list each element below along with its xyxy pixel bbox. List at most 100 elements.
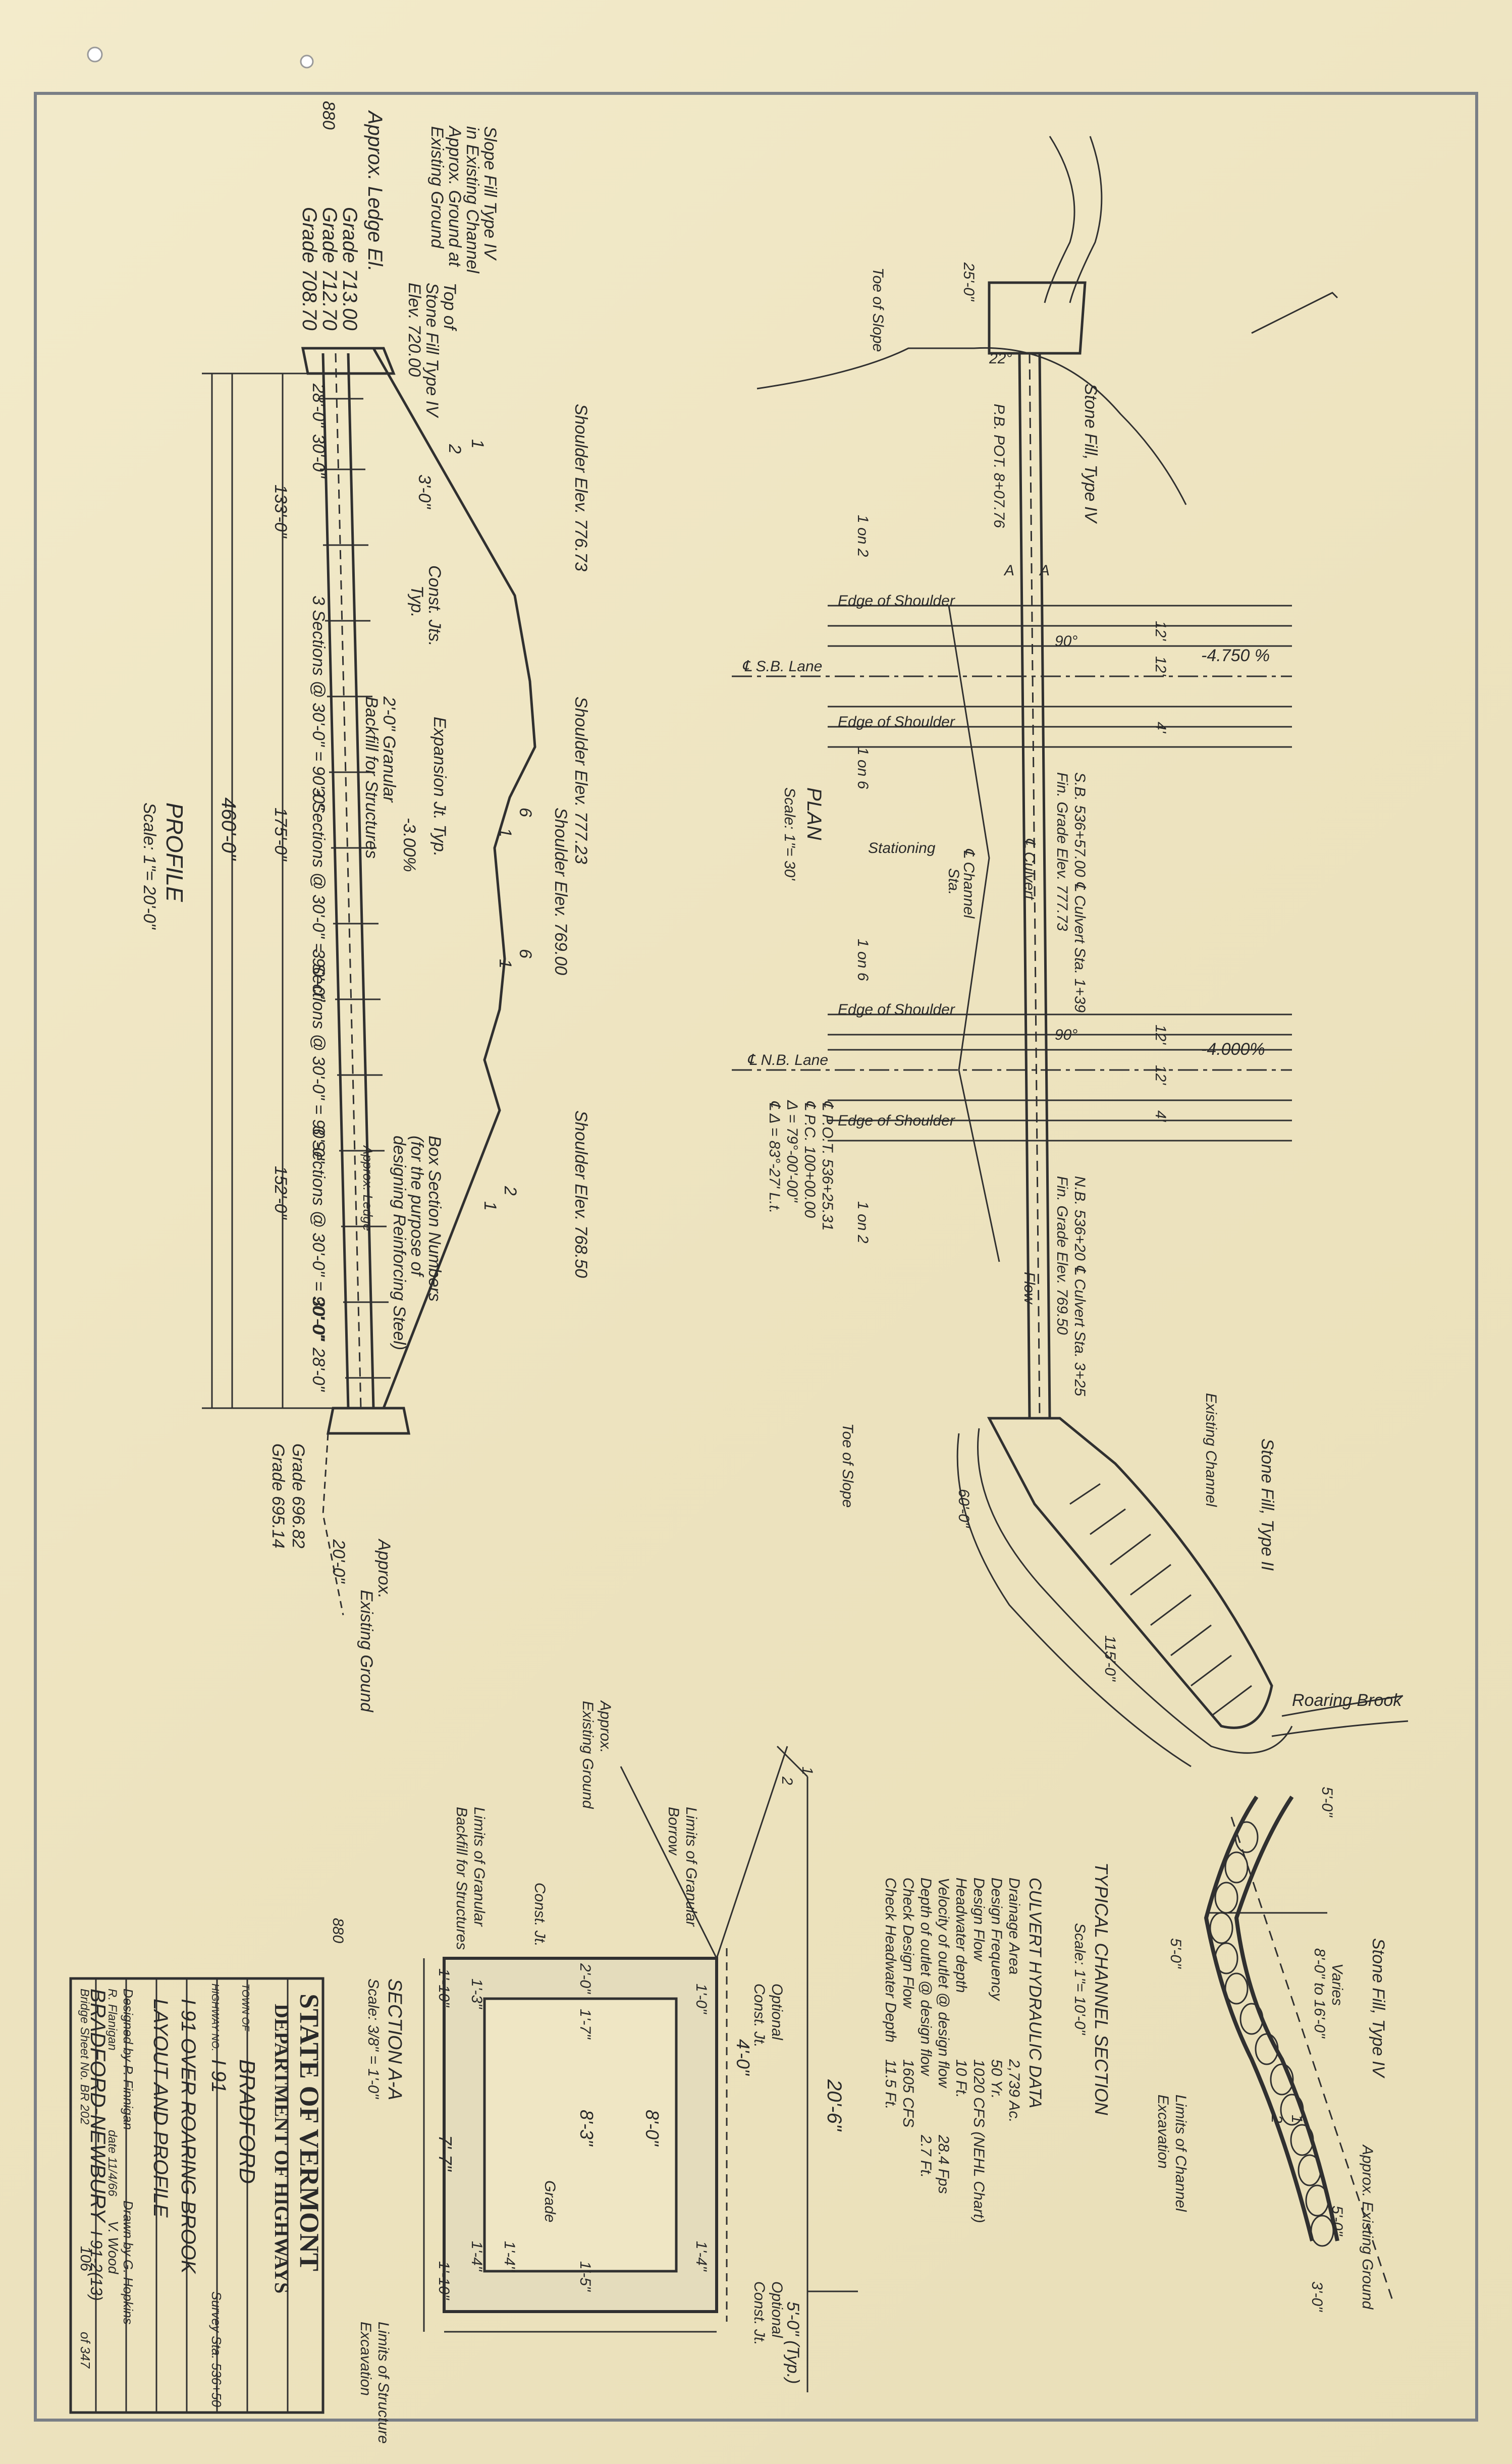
- date: date 11/4/66: [105, 2130, 119, 2197]
- aa-dim-5: 1'-7": [577, 2009, 593, 2040]
- section-mark-a1: A: [1003, 562, 1014, 579]
- dim-152: 152'-0": [271, 1166, 290, 1220]
- approx-ledge: Approx. Ledge El.: [364, 110, 386, 272]
- slope-pct: -3.00%: [400, 818, 419, 872]
- aa-dim-8: 1'-10": [436, 1968, 452, 2008]
- aa-dim-0: 20'-6": [823, 2079, 845, 2132]
- aa-dim-1: 4'-0": [733, 2039, 753, 2076]
- flow-label: Flow: [1021, 1272, 1038, 1305]
- sections-3: 3 Sections @ 30'-0" = 90'-0": [309, 949, 328, 1164]
- section-aa-title: SECTION A-A: [384, 1978, 405, 2100]
- slope-fill-note-3: Approx. Ground at: [445, 125, 464, 267]
- sb-station-1: S.B. 536+57.00 ℄ Culvert Sta. 1+39: [1071, 772, 1088, 1013]
- sheet: 106: [77, 2246, 94, 2271]
- hyd-row-6-label: Check Design Flow: [900, 1878, 916, 2009]
- pct-1: -4.750 %: [1201, 646, 1270, 665]
- curve-4: ℄ Δ = 83°-27' L.t.: [766, 1100, 783, 1213]
- section-aa-scale: Scale: 3/8" = 1'-0": [365, 1978, 382, 2099]
- expansion-jt: Expansion Jt. Typ.: [430, 717, 449, 856]
- granular-note-2: Backfill for Structures: [362, 697, 381, 859]
- curve-2: ℄ P.C. 100+00.00: [801, 1100, 818, 1218]
- chan-dim-2: 5'-0": [1167, 1938, 1184, 1969]
- aa-elev: 880: [330, 1918, 346, 1943]
- grade-1: Grade 713.00: [339, 207, 361, 331]
- desc-1: I 91 OVER ROARING BROOK: [177, 1999, 199, 2275]
- sections-1: 3 Sections @ 30'-0" = 90'-0": [309, 596, 328, 811]
- hyd-row-4-value: 28.4 Fps: [935, 2134, 952, 2194]
- varies-1: Varies: [1329, 1963, 1345, 2006]
- hyd-row-3-value: 10 Ft.: [953, 2059, 969, 2098]
- desc-2: LAYOUT AND PROFILE: [149, 1999, 172, 2218]
- title-dept: DEPARTMENT OF HIGHWAYS: [271, 2004, 293, 2293]
- punch-hole: [87, 46, 103, 63]
- aa-dim-11: 1'-0": [693, 1984, 710, 2014]
- aa-approx-2: Existing Ground: [579, 1701, 596, 1809]
- channel-stone-fill: Stone Fill, Type IV: [1369, 1938, 1388, 2079]
- dim-25: 25'-0": [960, 262, 977, 302]
- slope-2: 2: [445, 444, 464, 454]
- hyd-row-7-label: Check Headwater Depth: [882, 1878, 899, 2043]
- hyd-row-7-value: 11.5 Ft.: [882, 2059, 899, 2110]
- chan-slope-2: 2: [1268, 2114, 1285, 2123]
- curve-1: ℄ P.O.T. 536+25.31: [819, 1100, 836, 1231]
- lane-dim-1: 12': [1152, 621, 1169, 641]
- hydraulic-data: CULVERT HYDRAULIC DATA Drainage Area 2,7…: [882, 1878, 1045, 2223]
- profile-labels: Slope Fill Type IV in Existing Channel A…: [140, 101, 590, 1712]
- slope-plan-2: 1 on 6: [854, 747, 871, 789]
- channel-sta-1: ℄ Channel: [960, 848, 977, 919]
- limits-backfill-2: Backfill for Structures: [453, 1807, 470, 1950]
- channel-section-labels: TYPICAL CHANNEL SECTION Scale: 1"= 10'-0…: [1071, 1787, 1388, 2312]
- punch-hole: [300, 55, 314, 69]
- hyd-row-1-label: Design Frequency: [988, 1878, 1005, 2001]
- edge-shoulder-1: Edge of Shoulder: [838, 593, 955, 609]
- plan-scale: Scale: 1"= 30': [781, 787, 798, 881]
- approx-existing-1: Approx.: [374, 1538, 394, 1598]
- edge-shoulder-4: Edge of Shoulder: [838, 1112, 955, 1129]
- hyd-row-1-value: 50 Yr.: [988, 2059, 1005, 2099]
- slope-6a: 6: [516, 808, 535, 817]
- slope-fill-note-2: in Existing Channel: [463, 126, 482, 274]
- aa-dim-13: 1'-3": [468, 1978, 485, 2009]
- curve-3: Δ = 79°-00'-00": [784, 1100, 800, 1203]
- slope-1b: 1: [496, 959, 515, 969]
- box-note-2: (for the purpose of: [407, 1136, 426, 1277]
- project-no: I 91-2(13): [87, 2231, 105, 2301]
- edge-shoulder-3: Edge of Shoulder: [838, 1001, 955, 1018]
- culvert-label: ℄ Culvert: [1021, 838, 1038, 900]
- hyd-row-5-label: Depth of outlet @ design flow: [917, 1878, 934, 2077]
- varies-2: 8'-0" to 16'-0": [1311, 1948, 1328, 2039]
- checked-by: R. Flanigan: [105, 1989, 119, 2051]
- limits-structure-1: Limits of Structure: [375, 2322, 392, 2444]
- sheet-border: [34, 92, 1478, 2422]
- dim-small: 20'-0": [329, 1539, 348, 1584]
- top-stone-fill-2: Stone Fill Type IV: [422, 283, 442, 418]
- reviewed: V. Wood: [105, 2221, 121, 2275]
- title-block: [69, 1977, 325, 2414]
- nb-lane: ℄ N.B. Lane: [747, 1052, 828, 1068]
- slope-1a: 1: [496, 828, 515, 837]
- pb-pot: P.B. POT. 8+07.76: [991, 404, 1007, 528]
- plan-view: [732, 136, 1409, 1767]
- roaring-brook: Roaring Brook: [1292, 1691, 1402, 1710]
- project: BRADFORD-NEWBURY: [86, 1989, 110, 2224]
- survey-sta: Survey Sta. 536+50: [209, 2291, 224, 2407]
- hyd-row-4-label: Velocity of outlet @ design flow: [935, 1878, 952, 2089]
- sb-lane: ℄ S.B. Lane: [742, 658, 822, 675]
- channel-section-view: [1204, 1795, 1394, 2302]
- elev-880: 880: [319, 101, 338, 130]
- stationing: Stationing: [868, 840, 936, 856]
- town-label: TOWN OF: [240, 1984, 251, 2032]
- channel-approx-ground: Approx. Existing Ground: [1359, 2144, 1376, 2310]
- aa-dim-15: 1'-4": [501, 2241, 518, 2272]
- profile-view: [202, 347, 536, 1616]
- highway: I 91: [207, 2059, 230, 2093]
- dim-115: 115'-0": [1102, 1635, 1118, 1682]
- pct-2: -4.000%: [1201, 1040, 1265, 1059]
- hyd-row-0-label: Drainage Area: [1006, 1878, 1022, 1974]
- optional-const-2: Const. Jt.: [751, 1984, 768, 2048]
- aa-dim-7: 7'-7": [435, 2135, 456, 2172]
- top-stone-fill-3: Elev. 720.00: [405, 283, 424, 377]
- hyd-row-3-label: Headwater depth: [953, 1878, 969, 1993]
- aa-slope-2: 2: [779, 1776, 795, 1785]
